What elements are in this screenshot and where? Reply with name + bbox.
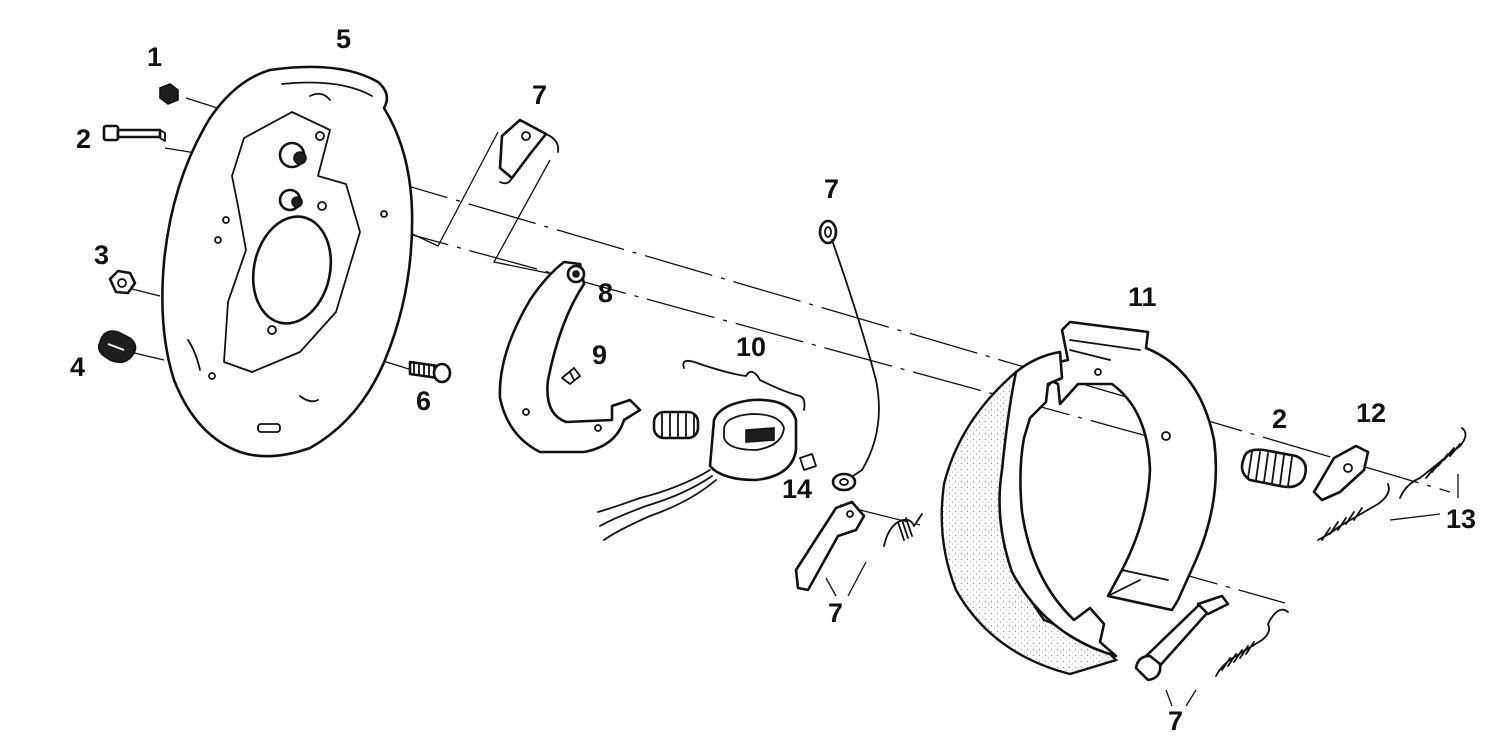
- callout-3: 3: [94, 240, 109, 270]
- callout-7-top: 7: [532, 80, 547, 110]
- callout-11: 11: [1128, 282, 1157, 312]
- callout-13: 13: [1446, 504, 1476, 534]
- callout-1: 1: [147, 42, 162, 72]
- adjuster-assembly-part-7-bottom: [1134, 594, 1289, 682]
- square-nut-part-1: [159, 83, 179, 105]
- clip-part-14: [799, 453, 817, 471]
- clip-part-7-top: [498, 118, 560, 185]
- callout-6: 6: [416, 386, 431, 416]
- adjuster-lever-part-7: [794, 500, 923, 592]
- clip-part-9: [561, 367, 581, 385]
- brake-shoe-part-11: [940, 320, 1218, 676]
- callout-2-right: 2: [1272, 404, 1287, 434]
- callout-5: 5: [336, 24, 351, 54]
- callout-2-left: 2: [76, 124, 91, 154]
- magnet-part-10: [597, 398, 798, 541]
- callout-labels: 1 2 3 4 5 6 7 8 9 10 7 14 7 11 2 12 13 7: [70, 24, 1476, 736]
- callout-10: 10: [736, 332, 766, 362]
- callout-7-cable: 7: [824, 174, 839, 204]
- callout-12: 12: [1356, 398, 1386, 428]
- bracket-10: [682, 359, 806, 411]
- cable-part-7-center: [818, 219, 880, 492]
- backing-plate-part-5: [161, 65, 414, 458]
- callout-14: 14: [782, 474, 812, 504]
- hex-nut-part-3: [108, 269, 137, 295]
- spring-part-2-right: [1240, 448, 1308, 489]
- magnet-spring-part-10: [652, 410, 700, 440]
- adjuster-plate-part-12: [1312, 444, 1370, 502]
- callout-8: 8: [598, 278, 613, 308]
- actuating-arm-part-8: [498, 260, 642, 454]
- plug-part-4: [97, 330, 137, 364]
- bolt-part-2: [102, 124, 166, 142]
- callout-7-bottom: 7: [1168, 706, 1183, 736]
- stud-part-6: [408, 360, 452, 384]
- return-springs-part-13: [1317, 427, 1467, 541]
- callout-9: 9: [592, 340, 607, 370]
- callout-leaders: [825, 474, 1459, 707]
- callout-7-lever: 7: [828, 598, 843, 628]
- callout-4: 4: [70, 352, 85, 382]
